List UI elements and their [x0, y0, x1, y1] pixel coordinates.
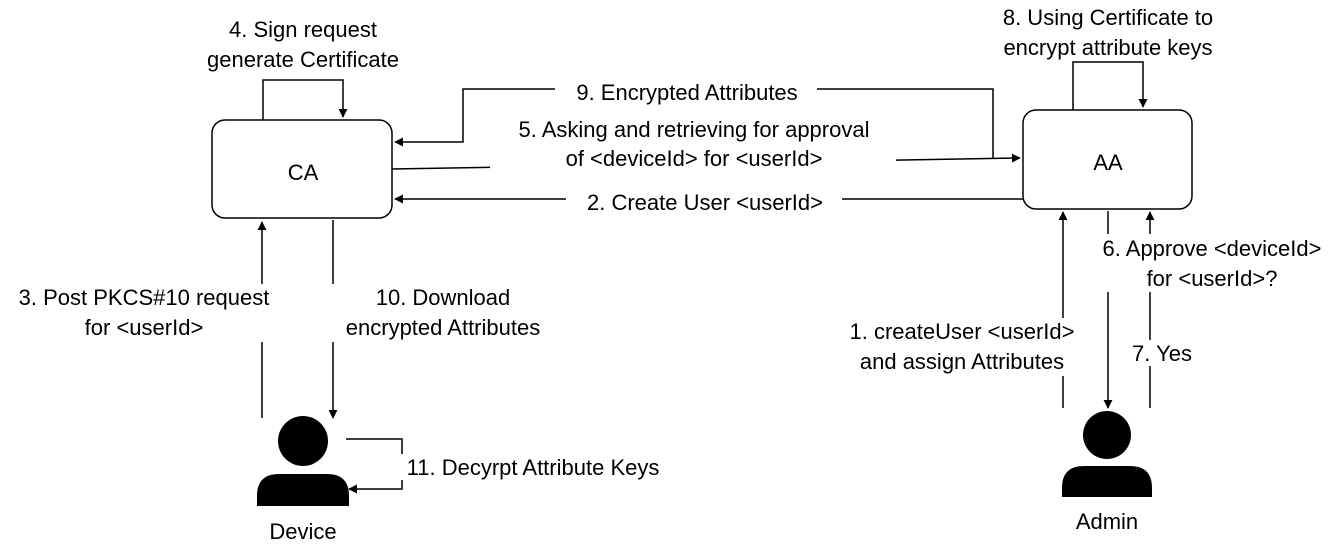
svg-text:8. Using Certificate to: 8. Using Certificate to — [1003, 5, 1213, 30]
svg-text:6. Approve <deviceId>: 6. Approve <deviceId> — [1103, 236, 1322, 261]
svg-text:2. Create User <userId>: 2. Create User <userId> — [587, 190, 823, 215]
ca-label: CA — [288, 160, 319, 185]
svg-text:for <userId>: for <userId> — [85, 315, 204, 340]
step-2-label: 2. Create User <userId> — [587, 190, 823, 215]
svg-text:11. Decyrpt Attribute Keys: 11. Decyrpt Attribute Keys — [407, 455, 660, 480]
svg-text:encrypt attribute keys: encrypt attribute keys — [1003, 35, 1212, 60]
admin-actor-icon — [1062, 411, 1152, 497]
svg-text:7. Yes: 7. Yes — [1132, 341, 1192, 366]
step-1-label: 1. createUser <userId> and assign Attrib… — [849, 319, 1074, 374]
device-label: Device — [269, 519, 336, 544]
svg-text:5. Asking and retrieving for a: 5. Asking and retrieving for approval — [519, 117, 870, 142]
svg-text:and assign Attributes: and assign Attributes — [860, 349, 1064, 374]
step-5-label: 5. Asking and retrieving for approval of… — [519, 117, 870, 171]
edge-encrypt-keys — [1072, 61, 1148, 110]
aa-label: AA — [1093, 150, 1123, 175]
edge-sign-request — [262, 79, 348, 120]
svg-text:3. Post PKCS#10 request: 3. Post PKCS#10 request — [19, 285, 270, 310]
step-10-label: 10. Download encrypted Attributes — [346, 285, 540, 340]
device-actor-icon — [257, 416, 349, 506]
step-7-label: 7. Yes — [1132, 341, 1192, 366]
ca-node: CA — [211, 119, 393, 219]
svg-text:4. Sign request: 4. Sign request — [229, 17, 377, 42]
step-3-label: 3. Post PKCS#10 request for <userId> — [19, 285, 270, 340]
svg-text:of <deviceId> for <userId>: of <deviceId> for <userId> — [566, 146, 823, 171]
admin-label: Admin — [1076, 509, 1138, 534]
svg-text:generate Certificate: generate Certificate — [207, 47, 399, 72]
svg-text:10. Download: 10. Download — [376, 285, 511, 310]
edge-encrypted-attributes — [394, 88, 994, 159]
svg-text:9. Encrypted Attributes: 9. Encrypted Attributes — [576, 80, 797, 105]
svg-text:encrypted Attributes: encrypted Attributes — [346, 315, 540, 340]
step-9-label: 9. Encrypted Attributes — [576, 80, 797, 105]
step-8-label: 8. Using Certificate to encrypt attribut… — [1003, 5, 1213, 60]
svg-text:for <userId>?: for <userId>? — [1147, 266, 1278, 291]
step-11-label: 11. Decyrpt Attribute Keys — [407, 455, 660, 480]
step-4-label: 4. Sign request generate Certificate — [207, 17, 399, 72]
step-6-label: 6. Approve <deviceId> for <userId>? — [1103, 236, 1322, 291]
svg-text:1. createUser <userId>: 1. createUser <userId> — [849, 319, 1074, 344]
aa-node: AA — [1022, 109, 1193, 210]
